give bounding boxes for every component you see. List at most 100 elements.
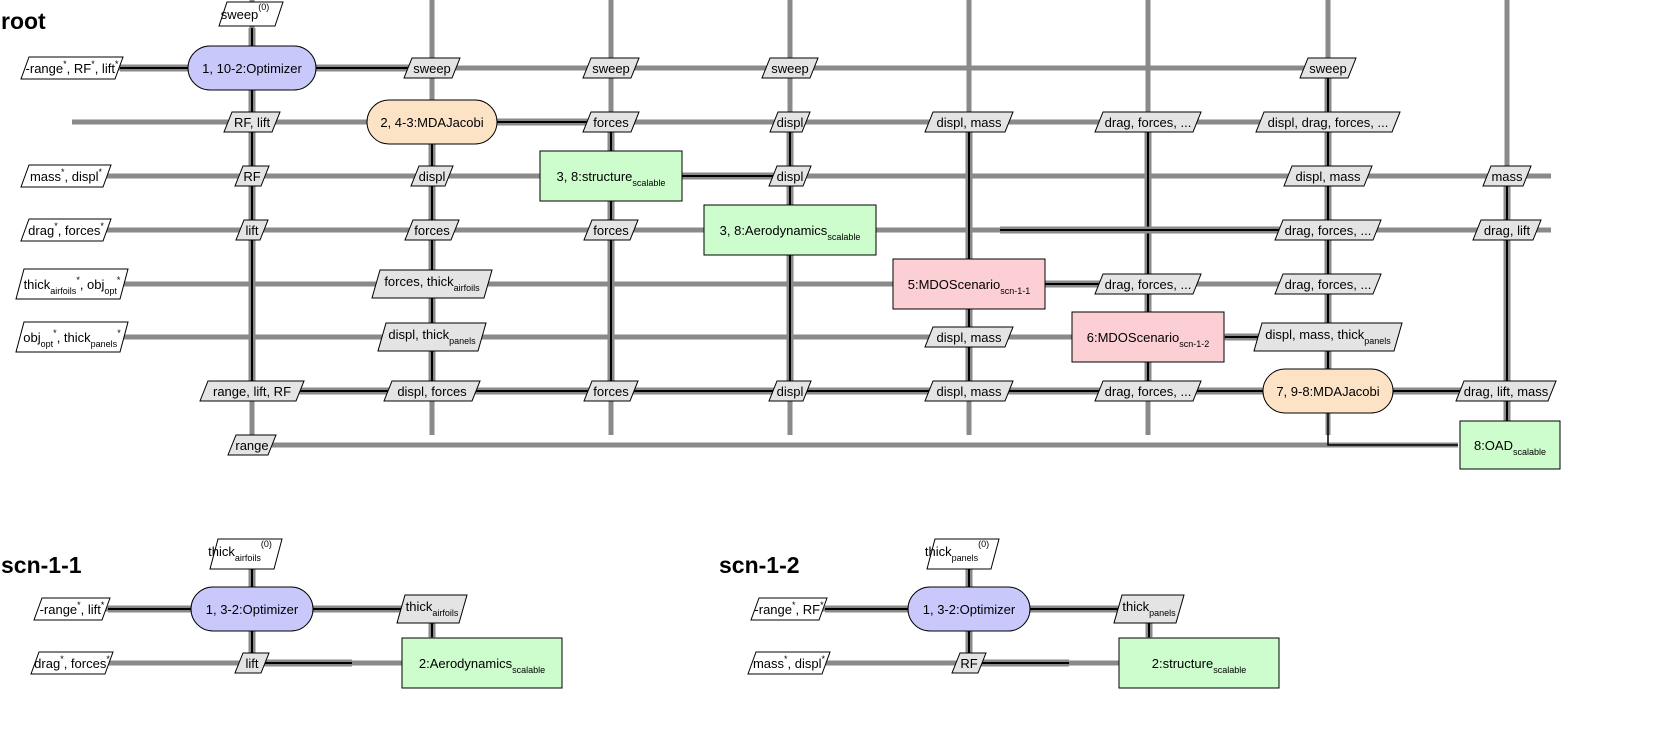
input-structure-left: mass*, displ* (20, 164, 112, 188)
optimizer-node[interactable]: 1, 10-2:Optimizer (187, 45, 317, 91)
scn11-aerodynamics-node[interactable]: 2:Aerodynamicsscalable (401, 637, 563, 689)
svg-text:RF: RF (243, 169, 260, 184)
svg-text:drag, lift: drag, lift (1484, 223, 1531, 238)
svg-text:thickairfoils: thickairfoils (406, 599, 459, 618)
svg-text:displ, mass: displ, mass (1295, 169, 1361, 184)
coupling-scn1-mda2: drag, forces, ... (1274, 273, 1382, 295)
svg-text:thickpanels: thickpanels (1122, 599, 1176, 618)
mdo-scenario-node-scn-1-2-label: 6:MDOScenarioscn-1-2 (1087, 330, 1210, 349)
coupling-mda1-scn1: displ, mass (924, 111, 1014, 133)
scn11-optimizer-node[interactable]: 1, 3-2:Optimizer (190, 586, 314, 632)
svg-text:mass*, displ*: mass*, displ* (30, 167, 103, 184)
coupling-aero-mda1: forces (404, 219, 460, 241)
svg-text:RF: RF (960, 656, 977, 671)
input-aerodynamics-left: drag*, forces* (20, 218, 112, 242)
input-optimizer-left: -range*, RF*, lift* (20, 56, 124, 80)
svg-text:-range*, RF*, lift*: -range*, RF*, lift* (26, 59, 119, 76)
svg-text:displ: displ (419, 169, 446, 184)
svg-text:thickairfoils*, objopt*: thickairfoils*, objopt* (24, 275, 121, 296)
structure-discipline-node[interactable]: 3, 8:structurescalable (539, 150, 683, 202)
coupling-mda2-scn1: displ, mass (924, 380, 1014, 402)
coupling-mda1-aero: displ (769, 111, 811, 133)
diagram-boxes: 1, 10-2:Optimizer 2, 4-3:MDAJacobi 3, 8:st… (15, 1, 1561, 689)
coupling-mda2-oad: drag, lift, mass (1455, 380, 1557, 402)
svg-text:thickpanels(0): thickpanels(0) (925, 539, 989, 563)
coupling-oad-opt: range (227, 434, 277, 456)
diagram-title-root: root (1, 8, 46, 34)
coupling-struct-mda2: displ, mass (1283, 165, 1373, 187)
diagram-titles: root scn-1-1 scn-1-2 (1, 8, 800, 578)
svg-text:displ, mass, thickpanels: displ, mass, thickpanels (1265, 327, 1391, 346)
svg-text:range: range (235, 438, 268, 453)
coupling-mda1-struct: forces (582, 111, 640, 133)
coupling-mda2-struct: forces (583, 380, 639, 402)
scn12-coupling-rf: RF (951, 652, 987, 674)
coupling-aero-oad: drag, lift (1472, 219, 1542, 241)
svg-text:forces: forces (414, 223, 450, 238)
mda-jacobi-node-1-label: 2, 4-3:MDAJacobi (380, 115, 483, 130)
svg-text:forces, thickairfoils: forces, thickairfoils (384, 274, 480, 293)
coupling-mda1-scn2: drag, forces, ... (1094, 111, 1202, 133)
optimizer-node-label: 1, 10-2:Optimizer (202, 61, 302, 76)
mdo-scenario-node-scn-1-1[interactable]: 5:MDOScenarioscn-1-1 (892, 258, 1046, 310)
svg-text:drag, forces, ...: drag, forces, ... (1285, 223, 1372, 238)
coupling-scn1-mda1: forces, thickairfoils (371, 269, 493, 299)
svg-text:thickairfoils(0): thickairfoils(0) (208, 539, 272, 563)
svg-text:sweep: sweep (413, 61, 451, 76)
svg-text:displ, drag, forces, ...: displ, drag, forces, ... (1268, 115, 1389, 130)
scn12-input-thick-initial: thickpanels(0) (925, 538, 1000, 570)
scn12-optimizer-node[interactable]: 1, 3-2:Optimizer (907, 586, 1031, 632)
coupling-opt-mda2: sweep (1299, 57, 1357, 79)
input-sweep-initial: sweep(0) (218, 1, 284, 27)
svg-text:forces: forces (593, 384, 629, 399)
svg-text:lift: lift (246, 656, 259, 671)
coupling-scn2-scn1: displ, mass (924, 326, 1014, 348)
mda-jacobi-node-2[interactable]: 7, 9-8:MDAJacobi (1262, 368, 1394, 414)
svg-text:sweep: sweep (1309, 61, 1347, 76)
scn12-structure-node[interactable]: 2:structurescalable (1118, 637, 1280, 689)
mdo-scenario-node-scn-1-2[interactable]: 6:MDOScenarioscn-1-2 (1071, 311, 1225, 363)
mdo-scenario-node-scn-1-1-label: 5:MDOScenarioscn-1-1 (908, 277, 1031, 296)
svg-text:mass: mass (1491, 169, 1523, 184)
scn11-aerodynamics-node-label: 2:Aerodynamicsscalable (419, 656, 545, 675)
coupling-scn2-mda2: displ, mass, thickpanels (1253, 322, 1403, 352)
svg-text:displ: displ (777, 384, 804, 399)
scn11-input-thick-initial: thickairfoils(0) (208, 538, 283, 570)
coupling-mda2-scn2: drag, forces, ... (1094, 380, 1202, 402)
coupling-mda1-mda2: displ, drag, forces, ... (1255, 111, 1401, 133)
scn11-input-aerodynamics-left: drag*, forces* (30, 651, 114, 675)
svg-text:sweep: sweep (592, 61, 630, 76)
aerodynamics-discipline-node-label: 3, 8:Aerodynamicsscalable (720, 223, 861, 242)
svg-text:forces: forces (593, 115, 629, 130)
svg-text:-range*, RF*: -range*, RF* (754, 600, 824, 617)
aerodynamics-discipline-node[interactable]: 3, 8:Aerodynamicsscalable (703, 204, 877, 256)
diagram-title-scn-1-2: scn-1-2 (719, 552, 800, 578)
coupling-opt-mda1: sweep (403, 57, 461, 79)
coupling-aero-opt: lift (235, 219, 269, 241)
svg-text:range, lift, RF: range, lift, RF (213, 384, 291, 399)
coupling-struct-opt: RF (234, 165, 270, 187)
svg-text:drag, lift, mass: drag, lift, mass (1464, 384, 1549, 399)
coupling-scn1-scn2: drag, forces, ... (1094, 273, 1202, 295)
scn12-coupling-thick: thickpanels (1113, 594, 1185, 624)
svg-text:objopt*, thickpanels*: objopt*, thickpanels* (23, 328, 121, 349)
scn11-coupling-thick: thickairfoils (396, 594, 468, 624)
svg-text:displ, mass: displ, mass (936, 115, 1002, 130)
svg-text:displ, mass: displ, mass (936, 384, 1002, 399)
mda-jacobi-node-1[interactable]: 2, 4-3:MDAJacobi (366, 99, 498, 145)
coupling-aero-mda2: drag, forces, ... (1274, 219, 1382, 241)
mda-jacobi-node-2-label: 7, 9-8:MDAJacobi (1276, 384, 1379, 399)
svg-text:displ, forces: displ, forces (397, 384, 467, 399)
oad-discipline-node[interactable]: 8:OADscalable (1459, 420, 1561, 470)
structure-discipline-node-label: 3, 8:structurescalable (557, 169, 666, 188)
svg-text:displ: displ (777, 169, 804, 184)
scn11-coupling-lift: lift (234, 652, 270, 674)
svg-text:drag*, forces*: drag*, forces* (28, 221, 104, 238)
coupling-opt-aero: sweep (761, 57, 819, 79)
process-line-mda-to-oad (1327, 411, 1458, 446)
coupling-aero-struct: forces (583, 219, 639, 241)
coupling-scn2-mda1: displ, thickpanels (377, 322, 487, 352)
input-scn-1-2-left: objopt*, thickpanels* (15, 321, 129, 353)
svg-text:drag, forces, ...: drag, forces, ... (1105, 384, 1192, 399)
